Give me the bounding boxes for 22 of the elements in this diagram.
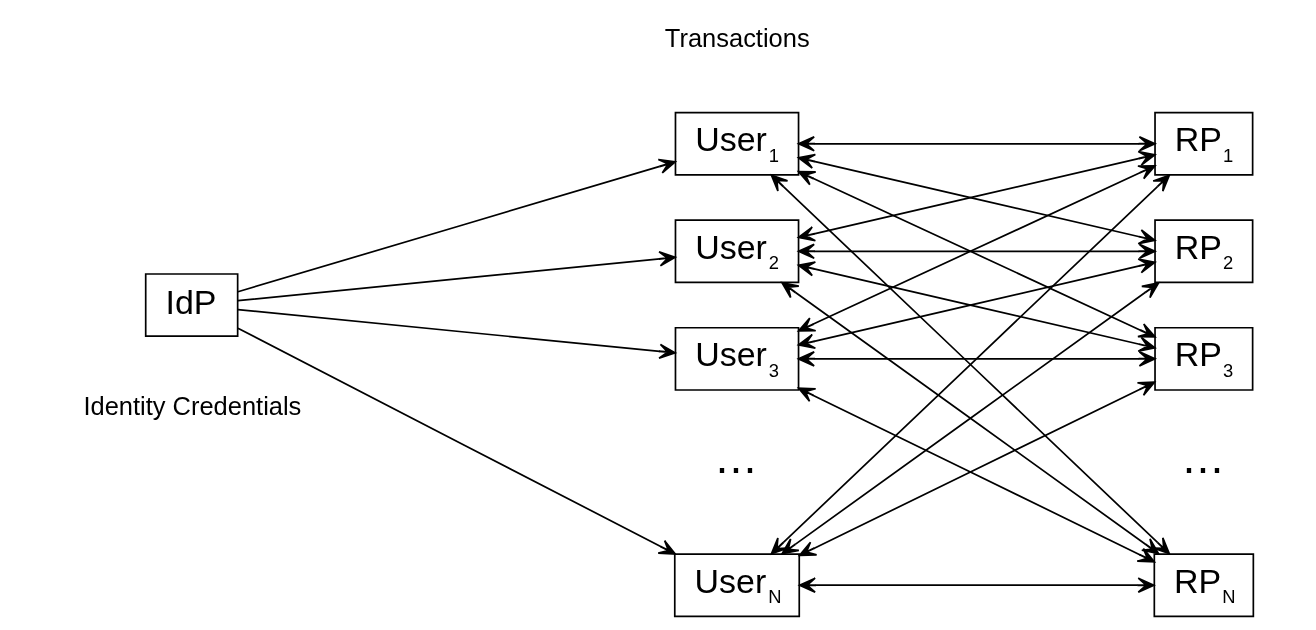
arrow: [236, 158, 676, 293]
node-box: User$_{2}$: [674, 219, 799, 284]
node-box: IdP: [144, 273, 238, 338]
label: ⋯: [714, 444, 757, 492]
arrow: [797, 351, 1156, 367]
node-box: RP$_{2}$: [1153, 219, 1253, 284]
arrow: [797, 136, 1156, 152]
arrow: [236, 327, 676, 555]
arrow: [236, 251, 676, 302]
node-box: RP$_{1}$: [1153, 111, 1253, 176]
arrow: [236, 308, 676, 360]
arrow: [797, 243, 1156, 260]
arrow: [770, 174, 1170, 555]
node-box: RP$_{N}$: [1152, 553, 1254, 618]
node-box: RP$_{3}$: [1153, 326, 1253, 391]
node-box: User$_{1}$: [674, 111, 799, 176]
label: Identity Credentials: [82, 391, 301, 420]
arrow: [798, 577, 1155, 594]
label: Transactions: [664, 23, 810, 52]
node-box: User$_{N}$: [673, 553, 800, 618]
node-box: User$_{3}$: [674, 326, 799, 391]
label: ⋯: [1181, 444, 1224, 492]
